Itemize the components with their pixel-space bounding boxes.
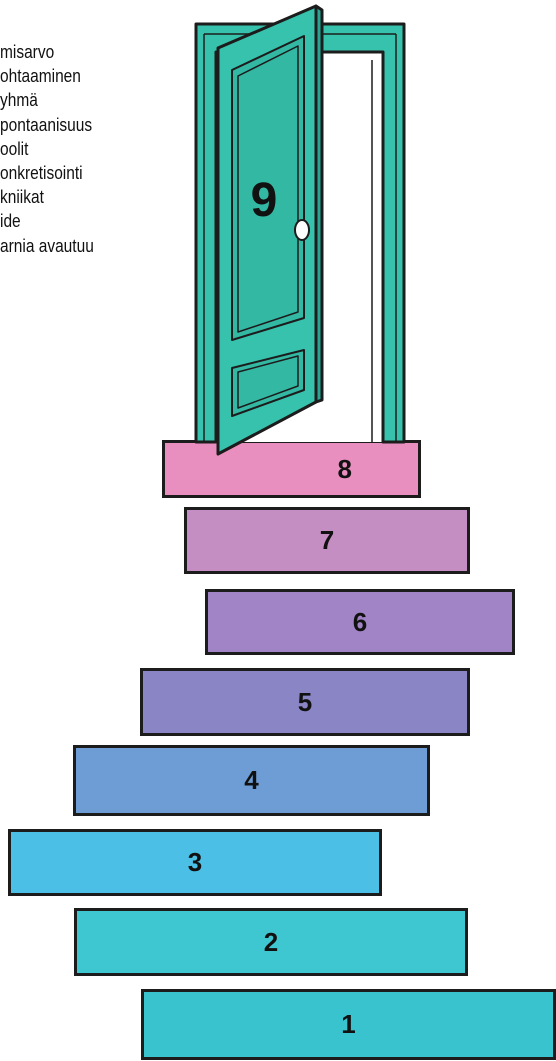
stair-step-5: 5 xyxy=(140,668,470,736)
step-number: 7 xyxy=(320,525,334,556)
step-number: 3 xyxy=(188,847,202,878)
stair-step-7: 7 xyxy=(184,507,470,574)
step-number: 6 xyxy=(353,607,367,638)
step-number: 5 xyxy=(298,687,312,718)
step-number: 2 xyxy=(264,927,278,958)
door-leaf xyxy=(218,6,322,454)
step-number: 4 xyxy=(244,765,258,796)
stair-step-3: 3 xyxy=(8,829,382,896)
stair-step-2: 2 xyxy=(74,908,468,976)
stair-step-6: 6 xyxy=(205,589,515,655)
step-number: 1 xyxy=(341,1009,355,1040)
door-number: 9 xyxy=(251,174,278,227)
stair-step-4: 4 xyxy=(73,745,430,816)
open-door: 9 xyxy=(0,0,556,460)
stair-step-1: 1 xyxy=(141,989,556,1060)
